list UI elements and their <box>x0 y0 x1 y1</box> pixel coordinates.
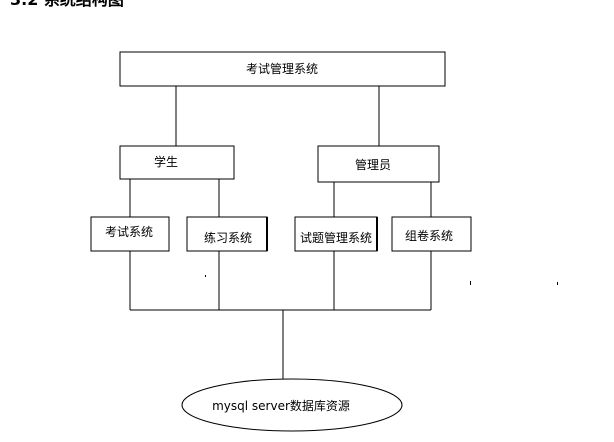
stray-mark-3 <box>557 282 558 285</box>
root-label: 考试管理系统 <box>246 61 318 76</box>
question-mgmt-box <box>294 216 378 252</box>
paper-box <box>391 216 472 252</box>
practice-label: 练习系统 <box>204 230 252 245</box>
database-ellipse <box>181 378 403 432</box>
admin-label: 管理员 <box>355 157 391 172</box>
paper-label: 组卷系统 <box>405 228 453 243</box>
database-label: mysql server数据库资源 <box>212 398 350 413</box>
admin-box <box>317 145 440 183</box>
section-heading: 3.2 系统结构图 <box>10 0 124 10</box>
practice-box <box>186 216 268 252</box>
exam-label: 考试系统 <box>105 224 153 239</box>
root-box <box>119 51 446 87</box>
stray-mark-1 <box>205 275 206 277</box>
student-label: 学生 <box>154 154 178 169</box>
student-box <box>119 145 235 180</box>
question-mgmt-label: 试题管理系统 <box>300 230 372 245</box>
stray-mark-2 <box>470 281 471 285</box>
exam-box <box>90 216 170 252</box>
